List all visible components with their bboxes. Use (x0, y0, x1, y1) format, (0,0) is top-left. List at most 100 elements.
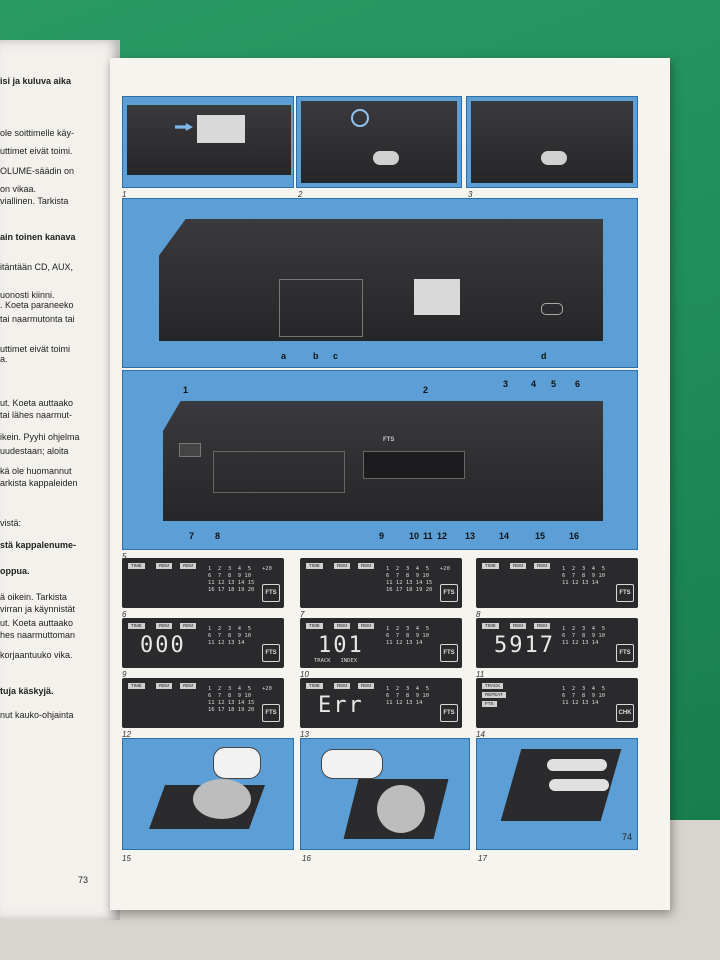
left-text-line: itäntään CD, AUX, (0, 262, 74, 272)
hand (321, 749, 383, 779)
front-callout-5: 5 (551, 379, 557, 389)
front-callout-15: 15 (535, 531, 546, 541)
display-tag: REM (358, 623, 374, 629)
front-callout-10: 10 (409, 531, 420, 541)
display-tag: TIME (482, 563, 499, 569)
front-callout-11: 11 (423, 531, 433, 541)
arrow-right-icon (175, 123, 193, 131)
left-text-line: uudestaan; aloita (0, 446, 69, 456)
left-text-line: a. (0, 354, 8, 364)
figure-label-7: 7 (300, 610, 305, 619)
left-text-line: ä oikein. Tarkista (0, 592, 67, 602)
jack-panel (279, 279, 363, 337)
rating-label (414, 279, 460, 315)
rotate-icon (351, 109, 369, 127)
figure-label-15: 15 (122, 854, 131, 863)
track-number-grid: 1 2 3 4 5 6 7 8 9 10 11 12 13 14 15 16 1… (208, 566, 255, 593)
device-jack-closeup-2 (471, 101, 633, 183)
display-tag: REM (334, 683, 350, 689)
figure-label-10: 10 (300, 670, 309, 679)
figure-17-panel (476, 738, 638, 850)
left-text-line: on vikaa. (0, 184, 37, 194)
figure-16-panel (300, 738, 470, 850)
front-callout-14: 14 (499, 531, 510, 541)
left-text-line: ole soittimelle käy- (0, 128, 75, 138)
figure-label-9: 9 (122, 670, 127, 679)
brand-label: FTS (383, 437, 395, 443)
callout-d: d (541, 351, 547, 361)
display-tag: TRACK (482, 683, 504, 689)
track-number-grid: 1 2 3 4 5 6 7 8 9 10 11 12 13 14 (562, 686, 606, 706)
track-number-grid: 1 2 3 4 5 6 7 8 9 10 11 12 13 14 (562, 566, 606, 586)
display-tag: TIME (306, 563, 323, 569)
left-text-line: ut. Koeta auttaako (0, 398, 74, 408)
display-tag: REM (180, 683, 196, 689)
front-callout-2: 2 (423, 385, 429, 395)
track-number-grid: 1 2 3 4 5 6 7 8 9 10 11 12 13 14 15 16 1… (386, 566, 433, 593)
figure-label-16: 16 (302, 854, 311, 863)
fts-logo-icon: FTS (262, 584, 280, 602)
display-tag: TIME (128, 683, 145, 689)
display-tag: REM (156, 623, 172, 629)
plus-20-indicator: +20 (262, 686, 272, 692)
fts-logo-icon: FTS (262, 644, 280, 662)
track-number-grid: 1 2 3 4 5 6 7 8 9 10 11 12 13 14 15 16 1… (208, 686, 255, 713)
left-text-line: ain toinen kanava (0, 232, 76, 242)
front-callout-12: 12 (437, 531, 448, 541)
left-text-line: nut kauko-ohjainta (0, 710, 74, 720)
figure-label-6: 6 (122, 610, 127, 619)
display-tag: REM (510, 563, 526, 569)
left-page-number: 73 (78, 875, 89, 885)
left-text-line: vistä: (0, 518, 22, 528)
battery (547, 759, 607, 771)
front-callout-9: 9 (379, 531, 385, 541)
plus-20-indicator: +20 (262, 566, 272, 572)
fts-logo-icon: FTS (262, 704, 280, 722)
left-text-line: korjaantuuko vika. (0, 650, 73, 660)
disc-tray (213, 451, 345, 493)
fts-logo-icon: FTS (440, 704, 458, 722)
segment-readout: Err (318, 693, 364, 718)
left-text-line: uonosti kiinni. (0, 290, 55, 300)
figure-label-11: 11 (476, 670, 485, 679)
left-text-line: kä ole huomannut (0, 466, 72, 476)
segment-readout: 000 (140, 633, 186, 658)
left-text-line: virran ja käynnistät (0, 604, 76, 614)
figure-1-panel (122, 96, 294, 188)
plug (541, 151, 567, 165)
left-text-line: oppua. (0, 566, 30, 576)
display-tag: REM (180, 623, 196, 629)
display-tag: REM (358, 683, 374, 689)
left-text-line: ut. Koeta auttaako (0, 618, 74, 628)
fts-logo-icon: FTS (616, 644, 634, 662)
display-tag: TIME (482, 623, 499, 629)
left-text-line: isi ja kuluva aika (0, 76, 72, 86)
left-text-line: hes naarmuttoman (0, 630, 76, 640)
hand (213, 747, 261, 779)
front-display (363, 451, 465, 479)
track-number-grid: 1 2 3 4 5 6 7 8 9 10 11 12 13 14 (562, 626, 606, 646)
display-tag: TIME (306, 623, 323, 629)
left-text-line: viallinen. Tarkista (0, 196, 69, 206)
front-callout-16: 16 (569, 531, 580, 541)
figure-label-1: 1 (122, 190, 127, 199)
display-tag: TIME (306, 683, 323, 689)
compact-disc (193, 779, 251, 819)
right-page-number: 74 (622, 832, 633, 842)
player-front-view: FTS (163, 401, 603, 521)
left-text-line: tuja käskyjä. (0, 686, 54, 696)
player-rear-view (159, 219, 603, 341)
display-tag: REM (334, 623, 350, 629)
track-number-grid: 1 2 3 4 5 6 7 8 9 10 11 12 13 14 (386, 686, 430, 706)
device-rear-closeup (127, 105, 291, 175)
front-callout-8: 8 (215, 531, 221, 541)
segment-readout: 5917 (494, 633, 555, 658)
figure-label-17: 17 (478, 854, 487, 863)
